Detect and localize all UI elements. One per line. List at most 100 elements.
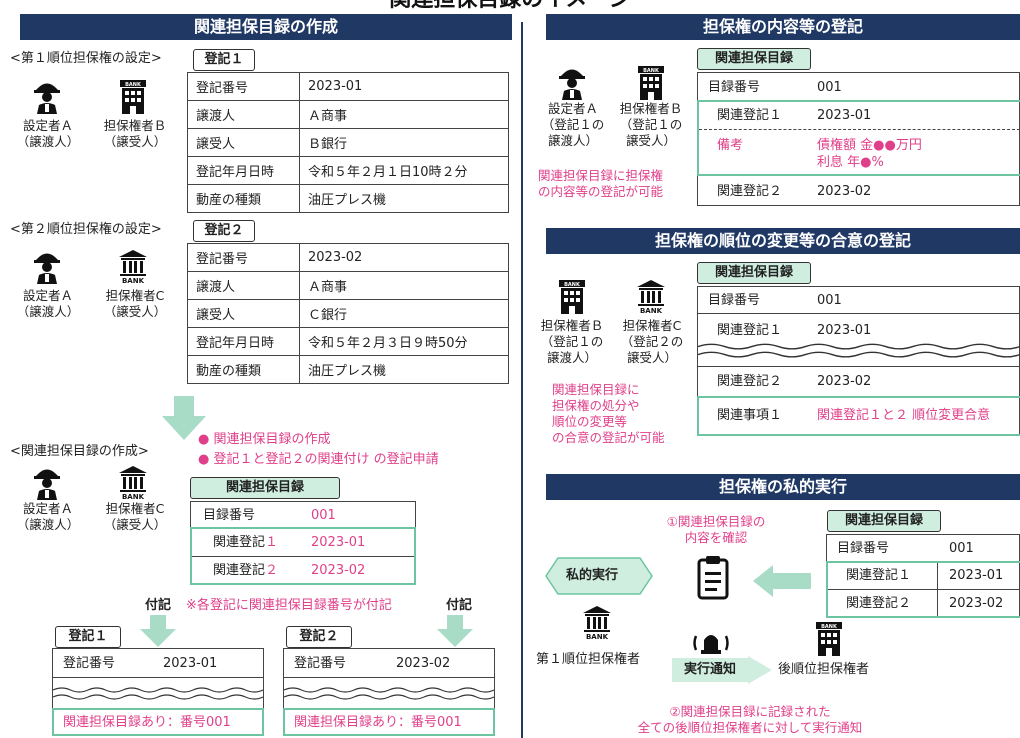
linked-reg-value: 2023-01	[817, 108, 872, 123]
holder-b-text: 担保権者Ｂ （譲受人）	[103, 118, 167, 149]
linked-reg-value: 2023-02	[817, 184, 872, 199]
table-key: 動産の種類	[187, 355, 300, 384]
catalog-tag: 関連担保目録	[190, 477, 340, 499]
first-holder-label: 第１順位担保権者	[536, 652, 641, 667]
linked-reg-label: 関連登記	[213, 535, 266, 550]
catalog-number-key: 目録番号	[708, 293, 761, 308]
holder-c-text: 担保権者C （譲受人）	[103, 501, 167, 532]
catalog-linked-rows	[190, 527, 416, 585]
table-key: 譲受人	[187, 299, 300, 328]
settlor-a-caption: 設定者Ａ （譲渡人）	[10, 288, 86, 320]
catalog-tag: 関連担保目録	[697, 262, 811, 284]
alarm-bell-icon	[693, 635, 729, 654]
linked-reg-value: 2023-01	[949, 568, 1004, 583]
reg2-stub	[283, 648, 495, 736]
second-section-label: <第２順位担保権の設定>	[10, 222, 162, 237]
person-icon	[32, 80, 62, 114]
reg2-stub-tag: 登記２	[286, 626, 352, 648]
holder-c-text: 担保権者C （譲受人）	[103, 288, 167, 319]
linked-reg-value: 2023-02	[817, 374, 872, 389]
reg1-stub-key: 登記番号	[63, 656, 116, 671]
holder-c-caption: 担保権者C （譲受人）	[92, 288, 178, 320]
step1-text: ①関連担保目録の 内容を確認	[666, 514, 766, 545]
table-value: 令和５年２月１日10時２分	[299, 156, 509, 185]
row-divider	[192, 556, 414, 557]
row-divider	[828, 589, 1020, 590]
private-enforcement-badge	[545, 557, 653, 595]
row-divider	[53, 677, 263, 678]
settlor-a-text: 設定者Ａ （譲渡人）	[16, 501, 80, 532]
settlor-a-caption: 設定者Ａ （譲渡人）	[10, 501, 86, 533]
table-value: 油圧プレス機	[299, 184, 509, 213]
notice-arrow	[672, 656, 772, 684]
holder-c-text: 担保権者C （登記２の 譲受人）	[620, 318, 684, 365]
step1-caption: ①関連担保目録の 内容を確認	[646, 514, 786, 546]
creation-bullet-2: ● 登記１と登記２の関連付け の登記申請	[198, 452, 439, 467]
catalog-number-key: 目録番号	[837, 541, 890, 556]
attach-note: ※各登記に関連担保目録番号が付記	[186, 598, 392, 613]
down-arrow-icon	[140, 615, 176, 647]
settlor-a-caption: 設定者Ａ （登記１の 譲渡人）	[538, 101, 608, 149]
person-icon	[32, 250, 62, 284]
content-catalog-table	[697, 72, 1020, 206]
step2-text: ②関連担保目録に記録された 全ての後順位担保権者に対して実行通知	[637, 704, 863, 735]
catalog-number-value: 001	[817, 80, 842, 95]
linked-reg-number: １	[265, 535, 279, 550]
holder-b-caption: 担保権者Ｂ （譲受人）	[92, 118, 178, 150]
table-value: Ａ商事	[299, 271, 509, 300]
table-value: 令和５年２月３日９時50分	[299, 327, 509, 356]
down-arrow-icon	[162, 396, 206, 440]
omission-wave	[698, 342, 1020, 358]
bank-temple-icon	[118, 466, 148, 500]
reg2-stub-value: 2023-02	[396, 656, 451, 671]
settlor-a-text: 設定者Ａ （譲渡人）	[16, 288, 80, 319]
linked-reg-key: 関連登記２	[717, 374, 783, 389]
table-key: 動産の種類	[187, 184, 300, 213]
reg1-stub-note-box	[52, 708, 264, 736]
table-value: Ｂ銀行	[299, 128, 509, 157]
row-divider	[284, 677, 494, 678]
catalog-number-key: 目録番号	[203, 508, 256, 523]
linked-reg-value: 2023-02	[949, 596, 1004, 611]
left-arrow-icon	[753, 565, 811, 597]
holder-c-caption: 担保権者C （譲受人）	[92, 501, 178, 533]
reg2-tag: 登記２	[193, 220, 255, 242]
related-item-key: 関連事項１	[717, 408, 783, 423]
table-value: 油圧プレス機	[299, 355, 509, 384]
linked-reg-key: 関連登記２	[213, 563, 278, 579]
holder-b-caption: 担保権者Ｂ （登記１の 譲渡人）	[532, 318, 612, 366]
table-key: 登記年月日時	[187, 327, 300, 356]
table-key: 譲受人	[187, 128, 300, 157]
clipboard-icon	[697, 556, 729, 600]
catalog-number-value: 001	[817, 293, 842, 308]
holder-c-caption: 担保権者C （登記２の 譲受人）	[612, 318, 692, 366]
holder-b-text: 担保権者Ｂ （登記１の 譲受人）	[619, 101, 683, 148]
order-related-box	[697, 396, 1020, 436]
table-key: 譲渡人	[187, 271, 300, 300]
reg1-tag: 登記１	[193, 49, 255, 71]
reg2-stub-note: 関連担保目録あり：番号001	[294, 715, 462, 730]
content-note-text: 関連担保目録に担保権 の内容等の登記が可能	[538, 168, 664, 199]
reg1-stub-tag: 登記１	[55, 626, 121, 648]
row-divider	[698, 313, 1020, 314]
attach-label-left: 付記	[145, 598, 172, 613]
catalog-table	[190, 501, 416, 585]
linked-reg-key: 関連登記１	[717, 323, 783, 338]
private-linked-box	[826, 561, 1020, 618]
person-icon	[557, 66, 587, 100]
creation-section-label: <関連担保目録の作成>	[10, 444, 149, 459]
attach-label-right: 付記	[446, 598, 473, 613]
catalog-tag: 関連担保目録	[827, 510, 941, 532]
table-row: 動産の種類油圧プレス機	[187, 184, 509, 213]
center-divider	[521, 22, 523, 738]
linked-reg-number: ２	[265, 563, 279, 578]
table-value: 2023-02	[299, 243, 509, 272]
table-value: Ａ商事	[299, 100, 509, 129]
later-holder-label: 後順位担保権者	[778, 662, 870, 677]
settlor-a-caption: 設定者Ａ （譲渡人）	[10, 118, 86, 150]
linked-reg-value: 2023-01	[311, 535, 366, 550]
